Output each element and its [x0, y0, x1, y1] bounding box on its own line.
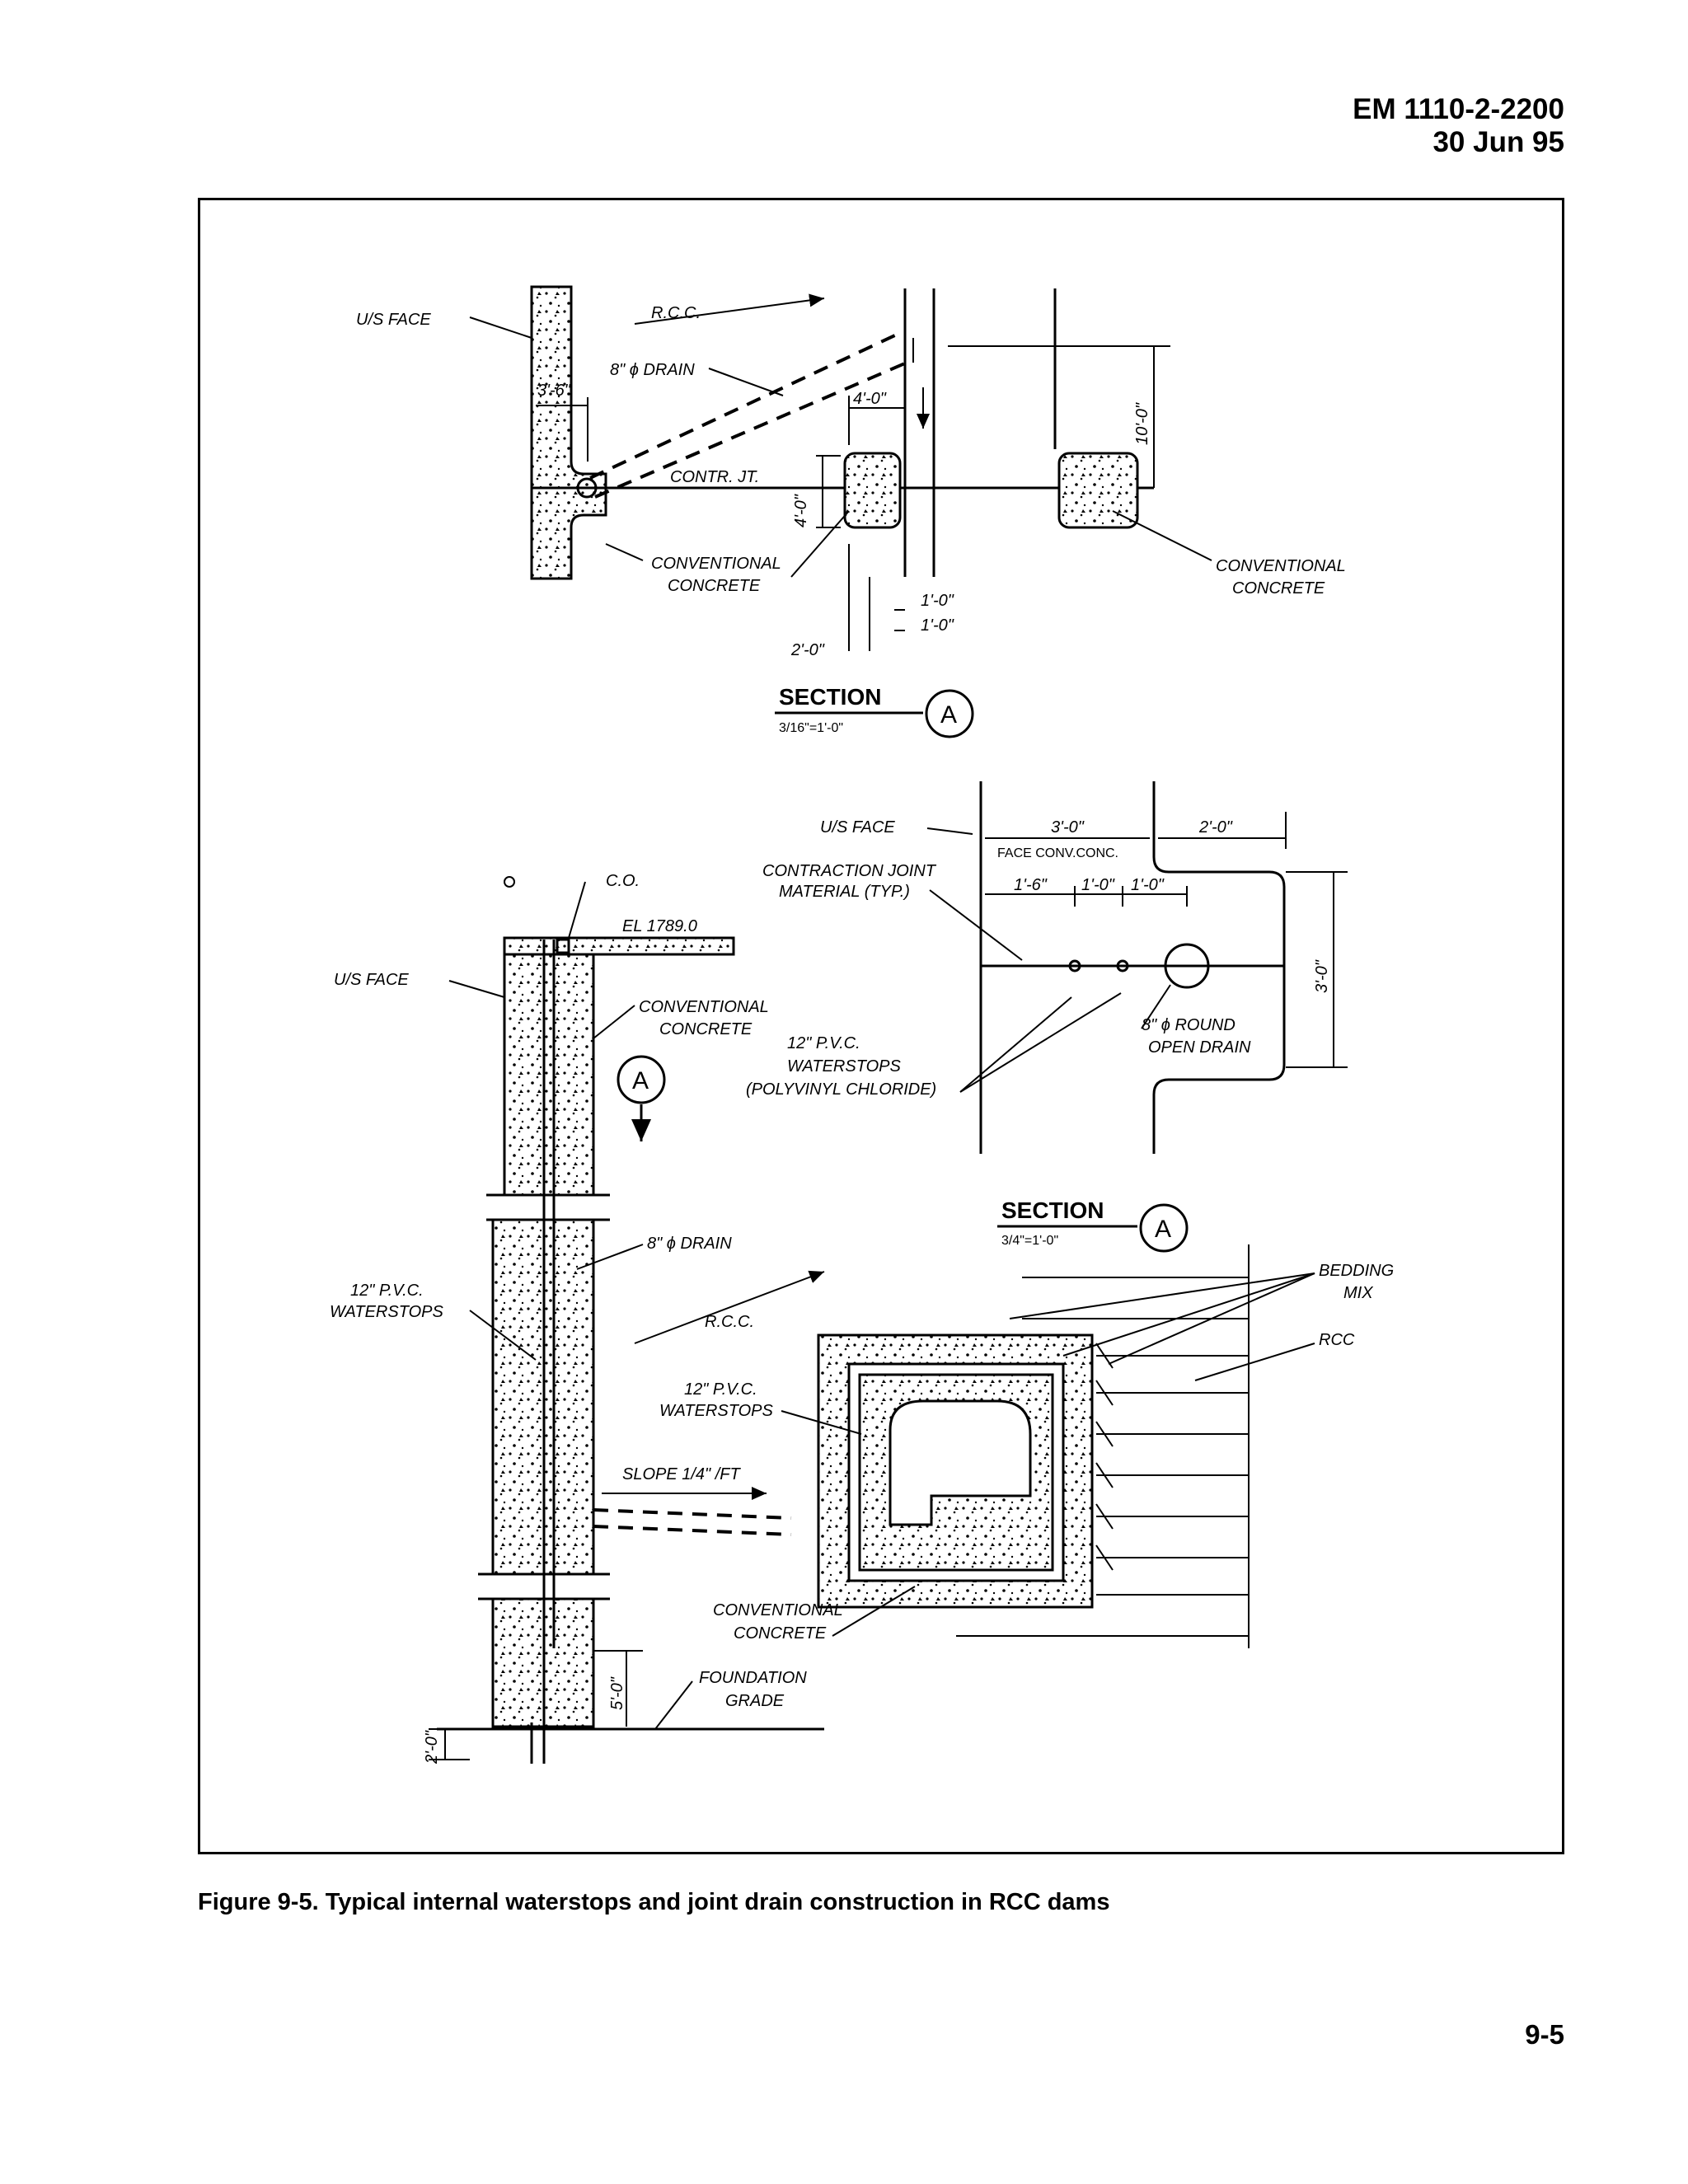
section-marker-top: A — [940, 701, 957, 729]
gallery-section: 12" P.V.C. WATERSTOPS CONVENTIONAL CONCR… — [659, 1244, 1394, 1648]
round-drain-label: 8" ϕ ROUND — [1142, 1016, 1236, 1034]
section-title-top: SECTION — [779, 684, 881, 710]
dim-10-0-label: 10'-0" — [1133, 402, 1151, 445]
section-marker-circle-top — [925, 689, 974, 738]
page-number: 9-5 — [1525, 2019, 1564, 2050]
rcc-label-elevation: R.C.C. — [705, 1313, 754, 1331]
us-face-label-middle: U/S FACE — [820, 818, 895, 837]
waterstops-label-middle: WATERSTOPS — [787, 1057, 901, 1076]
mix-label: MIX — [1343, 1284, 1373, 1302]
open-drain-label: OPEN DRAIN — [1148, 1038, 1251, 1057]
dim-2-0-label-top: 2'-0" — [790, 641, 825, 659]
contraction-joint-label-middle: CONTRACTION JOINT — [762, 862, 937, 880]
drain-label-elevation: 8" ϕ DRAIN — [647, 1235, 732, 1253]
dim-1-0-a-label: 1'-0" — [921, 592, 954, 610]
contraction-joint-label-top: CONTR. JT. — [670, 468, 759, 486]
concrete-label-gallery: CONCRETE — [734, 1624, 827, 1643]
conventional-label-gallery: CONVENTIONAL — [713, 1601, 843, 1619]
bedding-label: BEDDING — [1319, 1262, 1394, 1280]
conventional-label-elevation: CONVENTIONAL — [639, 998, 769, 1016]
us-face-label-top: U/S FACE — [356, 311, 431, 329]
slope-label: SLOPE 1/4" /FT — [622, 1465, 741, 1483]
dim-1-0-a-label-middle: 1'-0" — [1081, 876, 1115, 894]
elevation-view: C.O. EL 1789.0 U/S FACE CONVENTIONAL CON… — [330, 872, 825, 1765]
concrete-label-elevation: CONCRETE — [659, 1020, 753, 1038]
dim-3-6-label: 3'-6" — [537, 382, 571, 400]
foundation-label: FOUNDATION — [699, 1669, 807, 1687]
concrete-label-top-right: CONCRETE — [1232, 579, 1325, 598]
us-face-label-elevation: U/S FACE — [334, 971, 409, 989]
rcc-label-gallery: RCC — [1319, 1331, 1355, 1349]
section-title-middle: SECTION — [1001, 1197, 1104, 1223]
dim-1-6-label: 1'-6" — [1014, 876, 1048, 894]
middle-section-detail: U/S FACE 3'-0" 2'-0" FACE CONV.CONC. CON… — [746, 781, 1348, 1253]
section-scale-middle: 3/4"=1'-0" — [1001, 1234, 1058, 1248]
dim-4-0-vertical-label: 4'-0" — [792, 494, 810, 527]
section-scale-top: 3/16"=1'-0" — [779, 721, 843, 735]
conventional-label-top-left: CONVENTIONAL — [651, 555, 781, 573]
waterstops-label-elevation: WATERSTOPS — [330, 1303, 443, 1321]
section-marker-elevation: A — [632, 1067, 649, 1094]
dim-4-0-label: 4'-0" — [853, 390, 887, 408]
elevation-label: EL 1789.0 — [622, 917, 697, 935]
co-label: C.O. — [606, 872, 640, 890]
drain-label-top: 8" ϕ DRAIN — [610, 361, 695, 379]
document-number: EM 1110-2-2200 — [1353, 93, 1564, 125]
section-marker-middle: A — [1155, 1216, 1171, 1243]
concrete-label-top-left: CONCRETE — [668, 577, 761, 595]
document-date: 30 Jun 95 — [1432, 126, 1564, 158]
dim-2-0-label-elevation: 2'-0" — [423, 1730, 441, 1765]
face-conv-conc-label: FACE CONV.CONC. — [997, 846, 1118, 860]
polyvinyl-label: (POLYVINYL CHLORIDE) — [746, 1080, 936, 1099]
conventional-label-top-right: CONVENTIONAL — [1216, 557, 1346, 575]
section-marker-circle-middle — [1139, 1203, 1189, 1253]
figure-frame — [198, 198, 1564, 1854]
rcc-label-top: R.C.C. — [651, 304, 701, 322]
grade-label: GRADE — [725, 1692, 785, 1710]
top-section-plan: U/S FACE R.C.C. 8" ϕ DRAIN 3'-6" 4'-0" 4… — [356, 285, 1346, 738]
pvc-label-elevation: 12" P.V.C. — [350, 1282, 424, 1300]
dim-3-0-vertical-label: 3'-0" — [1313, 959, 1331, 993]
contraction-material-label: MATERIAL (TYP.) — [779, 883, 910, 901]
section-marker-circle-elevation — [617, 1055, 666, 1104]
pvc-label-middle: 12" P.V.C. — [787, 1034, 860, 1052]
dim-1-0-b-label: 1'-0" — [921, 616, 954, 635]
dim-2-0-label-middle: 2'-0" — [1198, 818, 1233, 837]
dim-5-0-label: 5'-0" — [608, 1676, 626, 1710]
pvc-label-gallery: 12" P.V.C. — [684, 1380, 757, 1399]
dim-3-0-label: 3'-0" — [1051, 818, 1085, 837]
figure-caption: Figure 9-5. Typical internal waterstops … — [198, 1889, 1110, 1915]
dim-1-0-b-label-middle: 1'-0" — [1131, 876, 1165, 894]
waterstops-label-gallery: WATERSTOPS — [659, 1402, 773, 1420]
